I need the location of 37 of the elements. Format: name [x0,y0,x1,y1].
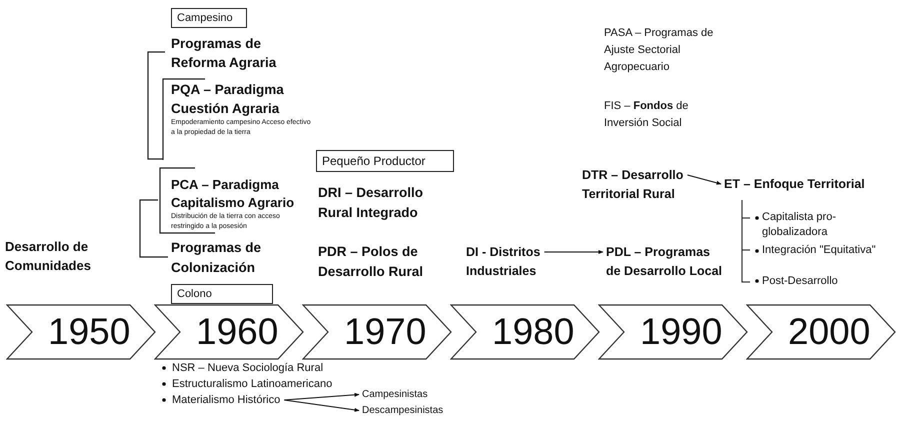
arrow [284,400,360,412]
year-label: 1960 [196,310,278,354]
arrow [284,392,360,400]
year-label: 1990 [640,310,722,354]
node-title: Descampesinistas [362,404,444,417]
node-title: Programas de Reforma Agraria [171,35,278,72]
node-title: FIS – Fondos de Inversión Social [604,99,690,131]
year-label: 1970 [344,310,426,354]
node-title: Desarrollo de Comunidades [5,238,92,275]
node-title: ET – Enfoque Territorial [724,176,866,193]
node-title: PQA – Paradigma Cuestión Agraria [171,81,285,118]
node-title: PDL – Programas de Desarrollo Local [606,244,724,280]
category-box [316,150,454,172]
bullet-item: NSR – Nueva Sociología Rural [172,361,324,376]
node-title: PDR – Polos de Desarrollo Rural [318,243,424,281]
year-label: 1950 [48,310,130,354]
bullet-item: Integración "Equitativa" [762,243,877,258]
node-title: DI - Distritos Industriales [466,244,542,280]
node-title: Materialismo Histórico [172,393,282,408]
bullet-item: Post-Desarrollo [762,274,839,289]
box-label: Pequeño Productor [322,153,426,169]
node-title: Programas de Colonización [171,239,262,277]
category-box [171,8,247,28]
category-box [171,284,273,304]
node-title: DRI – Desarrollo Rural Integrado [318,184,424,222]
arrow [686,174,722,185]
bullet-item: Capitalista pro-globalizadora [762,210,837,240]
box-label: Campesino [177,11,234,25]
node-title: Campesinistas [362,388,429,401]
bullet-item: Estructuralismo Latinoamericano [172,377,334,392]
year-label: 1980 [492,310,574,354]
year-label: 2000 [788,310,870,354]
arrow [544,250,604,254]
box-label: Colono [177,287,213,301]
node-title: PCA – Paradigma Capitalismo Agrario [171,176,296,212]
node-title: PASA – Programas de Ajuste Sectorial Agropecuario [604,26,714,75]
node-title: DTR – Desarrollo Territorial Rural [582,167,684,203]
